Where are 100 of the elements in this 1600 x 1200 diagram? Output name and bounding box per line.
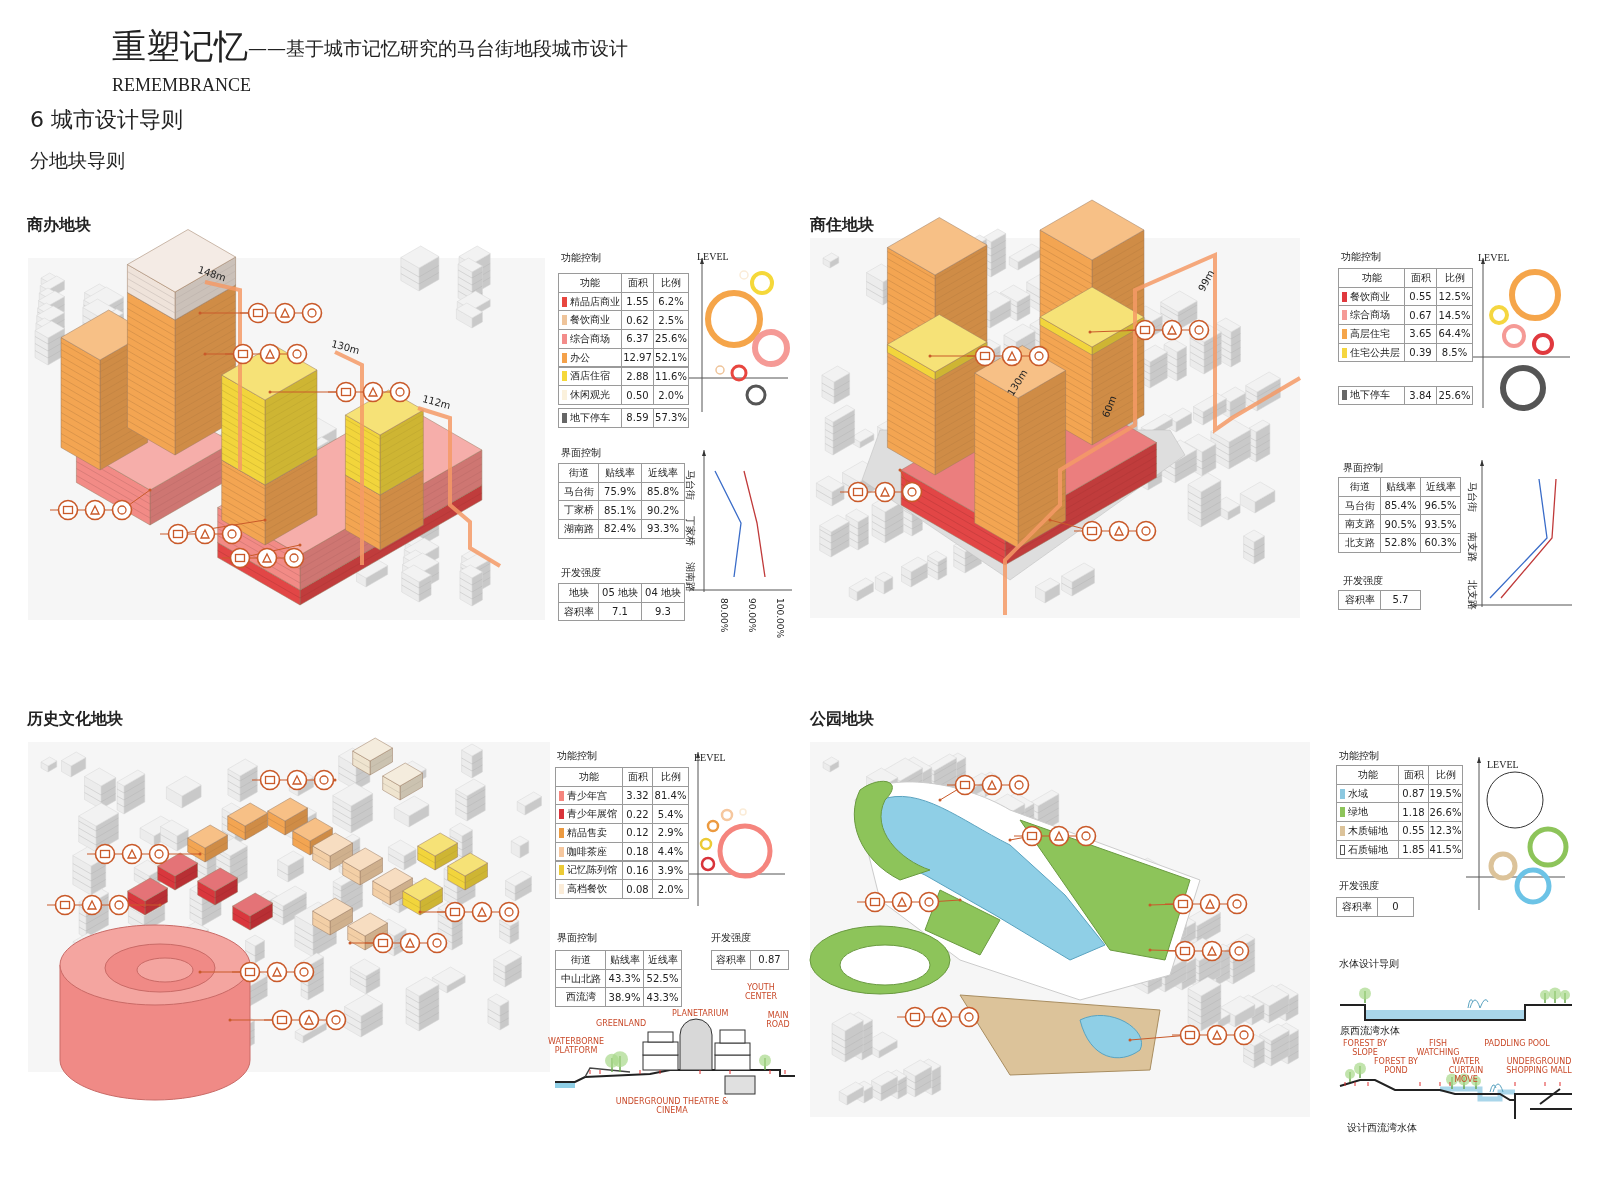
table-cell: 04 地块 — [641, 583, 685, 603]
legend-label: 综合商场 — [1350, 308, 1390, 323]
table-title: 开发强度 — [1343, 575, 1383, 586]
section-caption: 水体设计导则 — [1339, 958, 1399, 969]
table-cell: 41.5% — [1428, 839, 1463, 860]
table-cell: 64.4% — [1436, 324, 1473, 344]
table-cell: 52.1% — [653, 347, 689, 368]
legend-label: 水域 — [1348, 786, 1368, 801]
section-label: MAIN ROAD — [765, 1012, 791, 1030]
axis-label: 湖南路 — [685, 562, 696, 592]
table-cell: 功能 — [1336, 765, 1399, 785]
section-label: FOREST BY SLOPE — [1342, 1040, 1388, 1057]
legend-label: 高档餐饮 — [567, 882, 607, 897]
panel-heading: 公园地块 — [810, 710, 874, 728]
table-cell: 2.0% — [653, 385, 689, 405]
table-cell: 比例 — [653, 273, 689, 293]
axis-label: 丁家桥 — [685, 516, 696, 546]
axis-label: LEVEL — [697, 251, 729, 262]
title: 重塑记忆 — [112, 28, 248, 66]
section-label: UNDERGROUND THEATRE & CINEMA — [614, 1098, 730, 1116]
legend-label: 记忆陈列馆 — [567, 863, 617, 878]
table-cell: 功能 — [1338, 268, 1405, 288]
legend-label: 休闲观光 — [570, 388, 610, 403]
legend-label: 高层住宅 — [1350, 326, 1390, 341]
axis-label: LEVEL — [1478, 252, 1510, 263]
table-cell: 93.3% — [641, 519, 685, 539]
legend-label: 餐饮商业 — [570, 313, 610, 328]
section-label: WATER CURTAIN MOVE — [1447, 1058, 1485, 1085]
table-cell: 25.6% — [1436, 385, 1473, 406]
legend-label: 木质铺地 — [1348, 823, 1388, 838]
table-cell: 近线率 — [641, 463, 685, 483]
axis-label: 马台街 — [1467, 482, 1478, 512]
table-cell: 81.4% — [652, 785, 689, 806]
panel-heading: 历史文化地块 — [27, 710, 123, 728]
table-cell: 比例 — [1436, 268, 1473, 288]
table-cell: 8.59 — [621, 407, 654, 428]
tick-label: 100.00% — [774, 598, 784, 639]
table-cell: 43.3% — [643, 987, 682, 1008]
table-cell: 11.6% — [653, 366, 689, 387]
table-cell: 3.84 — [1404, 385, 1437, 406]
table-cell: 12.3% — [1428, 821, 1463, 841]
table-cell: 25.6% — [653, 329, 689, 349]
table-title: 开发强度 — [561, 567, 601, 578]
table-cell: 功能 — [558, 273, 622, 293]
axis-label: LEVEL — [694, 752, 726, 763]
table-cell: 地块 — [558, 583, 599, 603]
table-cell: 3.9% — [652, 860, 689, 881]
section-label: GREENLAND — [596, 1020, 646, 1029]
table-cell: 功能 — [555, 767, 623, 787]
table-title: 界面控制 — [561, 447, 601, 458]
table-cell: 2.0% — [652, 879, 689, 899]
height-label: 148m — [196, 264, 228, 284]
legend-label: 青少年展馆 — [567, 807, 617, 822]
table-title: 功能控制 — [1339, 750, 1379, 761]
table-cell: 比例 — [652, 767, 689, 787]
legend-label: 餐饮商业 — [1350, 289, 1390, 304]
legend-label: 精品店商业 — [570, 294, 620, 309]
section-heading: 分地块导则 — [30, 150, 125, 171]
table-title: 功能控制 — [561, 252, 601, 263]
axis-label: 马台街 — [685, 470, 696, 500]
subtitle: ——基于城市记忆研究的马台街地段城市设计 — [248, 38, 628, 59]
table-cell: 近线率 — [1420, 477, 1461, 497]
table-cell: 26.6% — [1428, 802, 1463, 823]
table-title: 功能控制 — [557, 750, 597, 761]
table-cell: 近线率 — [643, 950, 682, 970]
table-cell: 西流湾 — [555, 987, 606, 1008]
table-cell: 5.7 — [1380, 590, 1421, 610]
table-cell: 街道 — [1338, 477, 1381, 497]
legend-label: 咖啡茶座 — [567, 844, 607, 859]
panel-heading: 商办地块 — [27, 216, 91, 234]
legend-label: 精品售卖 — [567, 825, 607, 840]
subtitle: REMEMBRANCE — [112, 76, 252, 96]
table-cell: 57.3% — [653, 407, 689, 428]
table-cell: 北支路 — [1338, 533, 1381, 553]
section-label: PLANETARIUM — [672, 1010, 728, 1019]
height-label: 112m — [421, 393, 452, 412]
panel-heading: 商住地块 — [810, 216, 874, 234]
legend-label: 青少年宫 — [567, 788, 607, 803]
table-cell: 0.87 — [750, 950, 789, 970]
height-label: 99m — [1196, 268, 1217, 294]
legend-label: 地下停车 — [1350, 388, 1390, 403]
table-cell: 60.3% — [1420, 533, 1461, 553]
table-cell: 容积率 — [711, 950, 751, 970]
table-cell: 容积率 — [1336, 897, 1378, 917]
legend-label: 石质铺地 — [1348, 842, 1388, 857]
legend-label: 地下停车 — [570, 410, 610, 425]
section-label: PADDLING POOL — [1484, 1040, 1550, 1049]
axis-label: 南支路 — [1467, 532, 1478, 562]
tick-label: 80.00% — [718, 598, 728, 633]
section-label: WATERBORNE PLATFORM — [548, 1038, 604, 1056]
table-title: 界面控制 — [1343, 462, 1383, 473]
table-cell: 19.5% — [1428, 783, 1463, 804]
section-caption: 设计西流湾水体 — [1347, 1122, 1417, 1133]
section-label: FISH WATCHING — [1415, 1040, 1461, 1057]
table-cell: 街道 — [555, 950, 606, 970]
legend-label: 住宅公共层 — [1350, 345, 1400, 360]
table-title: 开发强度 — [711, 932, 751, 943]
table-cell: 湖南路 — [558, 519, 599, 539]
axis-label: 北支路 — [1467, 580, 1478, 610]
axis-label: LEVEL — [1487, 759, 1519, 770]
